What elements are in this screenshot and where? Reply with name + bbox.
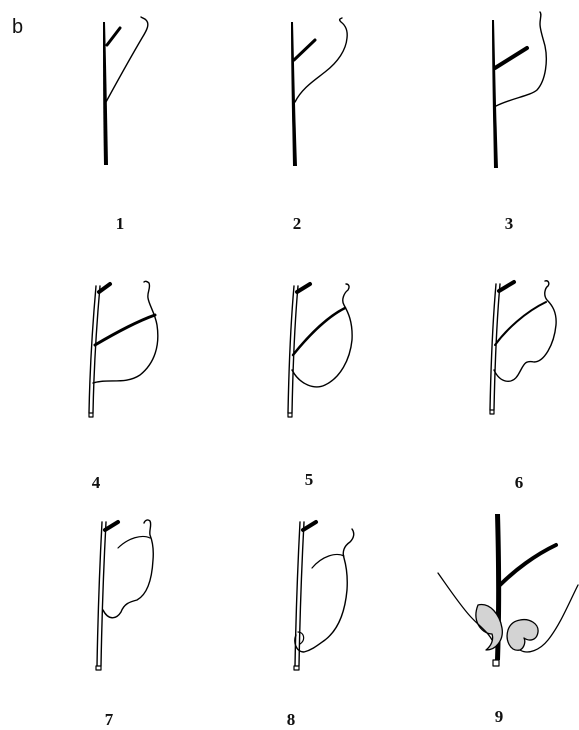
stage-label-5: 5 (294, 470, 324, 490)
stage-2-branch (294, 40, 315, 60)
stage-2-drawing (291, 18, 347, 166)
stage-label-3: 3 (494, 214, 524, 234)
stage-9-right-lobe (507, 620, 538, 651)
stage-label-8: 8 (276, 710, 306, 730)
stage-7-drawing (96, 520, 153, 670)
stage-5-base (288, 413, 292, 417)
stage-6-drawing (490, 281, 556, 414)
stage-4-base (89, 413, 93, 417)
stage-6-branch (495, 302, 546, 345)
stage-1-outline (106, 17, 148, 102)
stage-8-outline (295, 529, 354, 652)
stage-3-branch (495, 48, 527, 68)
stage-4-branch (95, 315, 155, 345)
stage-7-inner-fold (118, 536, 150, 548)
stage-8-base (294, 666, 299, 670)
stage-7-base (96, 666, 101, 670)
stage-5-branch (293, 308, 345, 355)
stage-4-outline (93, 281, 158, 383)
stage-label-9: 9 (484, 707, 514, 727)
stage-8-inner-fold (312, 555, 344, 569)
stage-6-outline (494, 281, 556, 382)
stage-9-drawing (438, 514, 578, 666)
stage-label-6: 6 (504, 473, 534, 493)
stage-3-stem (492, 20, 498, 168)
stage-1-branch (107, 28, 120, 45)
stage-9-branch (500, 545, 556, 585)
stage-9-base (493, 660, 499, 666)
stage-2-stem (291, 22, 297, 166)
stage-3-drawing (492, 12, 546, 168)
stage-6-branch-top (499, 282, 514, 291)
stage-5-drawing (288, 284, 352, 417)
stage-9-right-line (520, 585, 578, 652)
stage-4-branch-top (99, 284, 110, 292)
stage-7-outline (103, 520, 153, 618)
stage-6-base (490, 410, 494, 414)
stage-8-branch-top (303, 522, 316, 530)
stage-7-stem-inner (101, 522, 106, 666)
stage-2-outline (295, 18, 347, 102)
stage-7-branch-top (105, 522, 118, 530)
stage-3-outline (496, 12, 546, 106)
stage-5-branch-top (297, 284, 310, 292)
stage-8-drawing (294, 522, 354, 670)
stage-5-outline (292, 284, 352, 387)
stage-label-2: 2 (282, 214, 312, 234)
stage-label-1: 1 (105, 214, 135, 234)
stage-label-7: 7 (94, 710, 124, 730)
stage-label-4: 4 (81, 473, 111, 493)
stage-4-drawing (89, 281, 158, 417)
stage-1-drawing (103, 17, 148, 165)
